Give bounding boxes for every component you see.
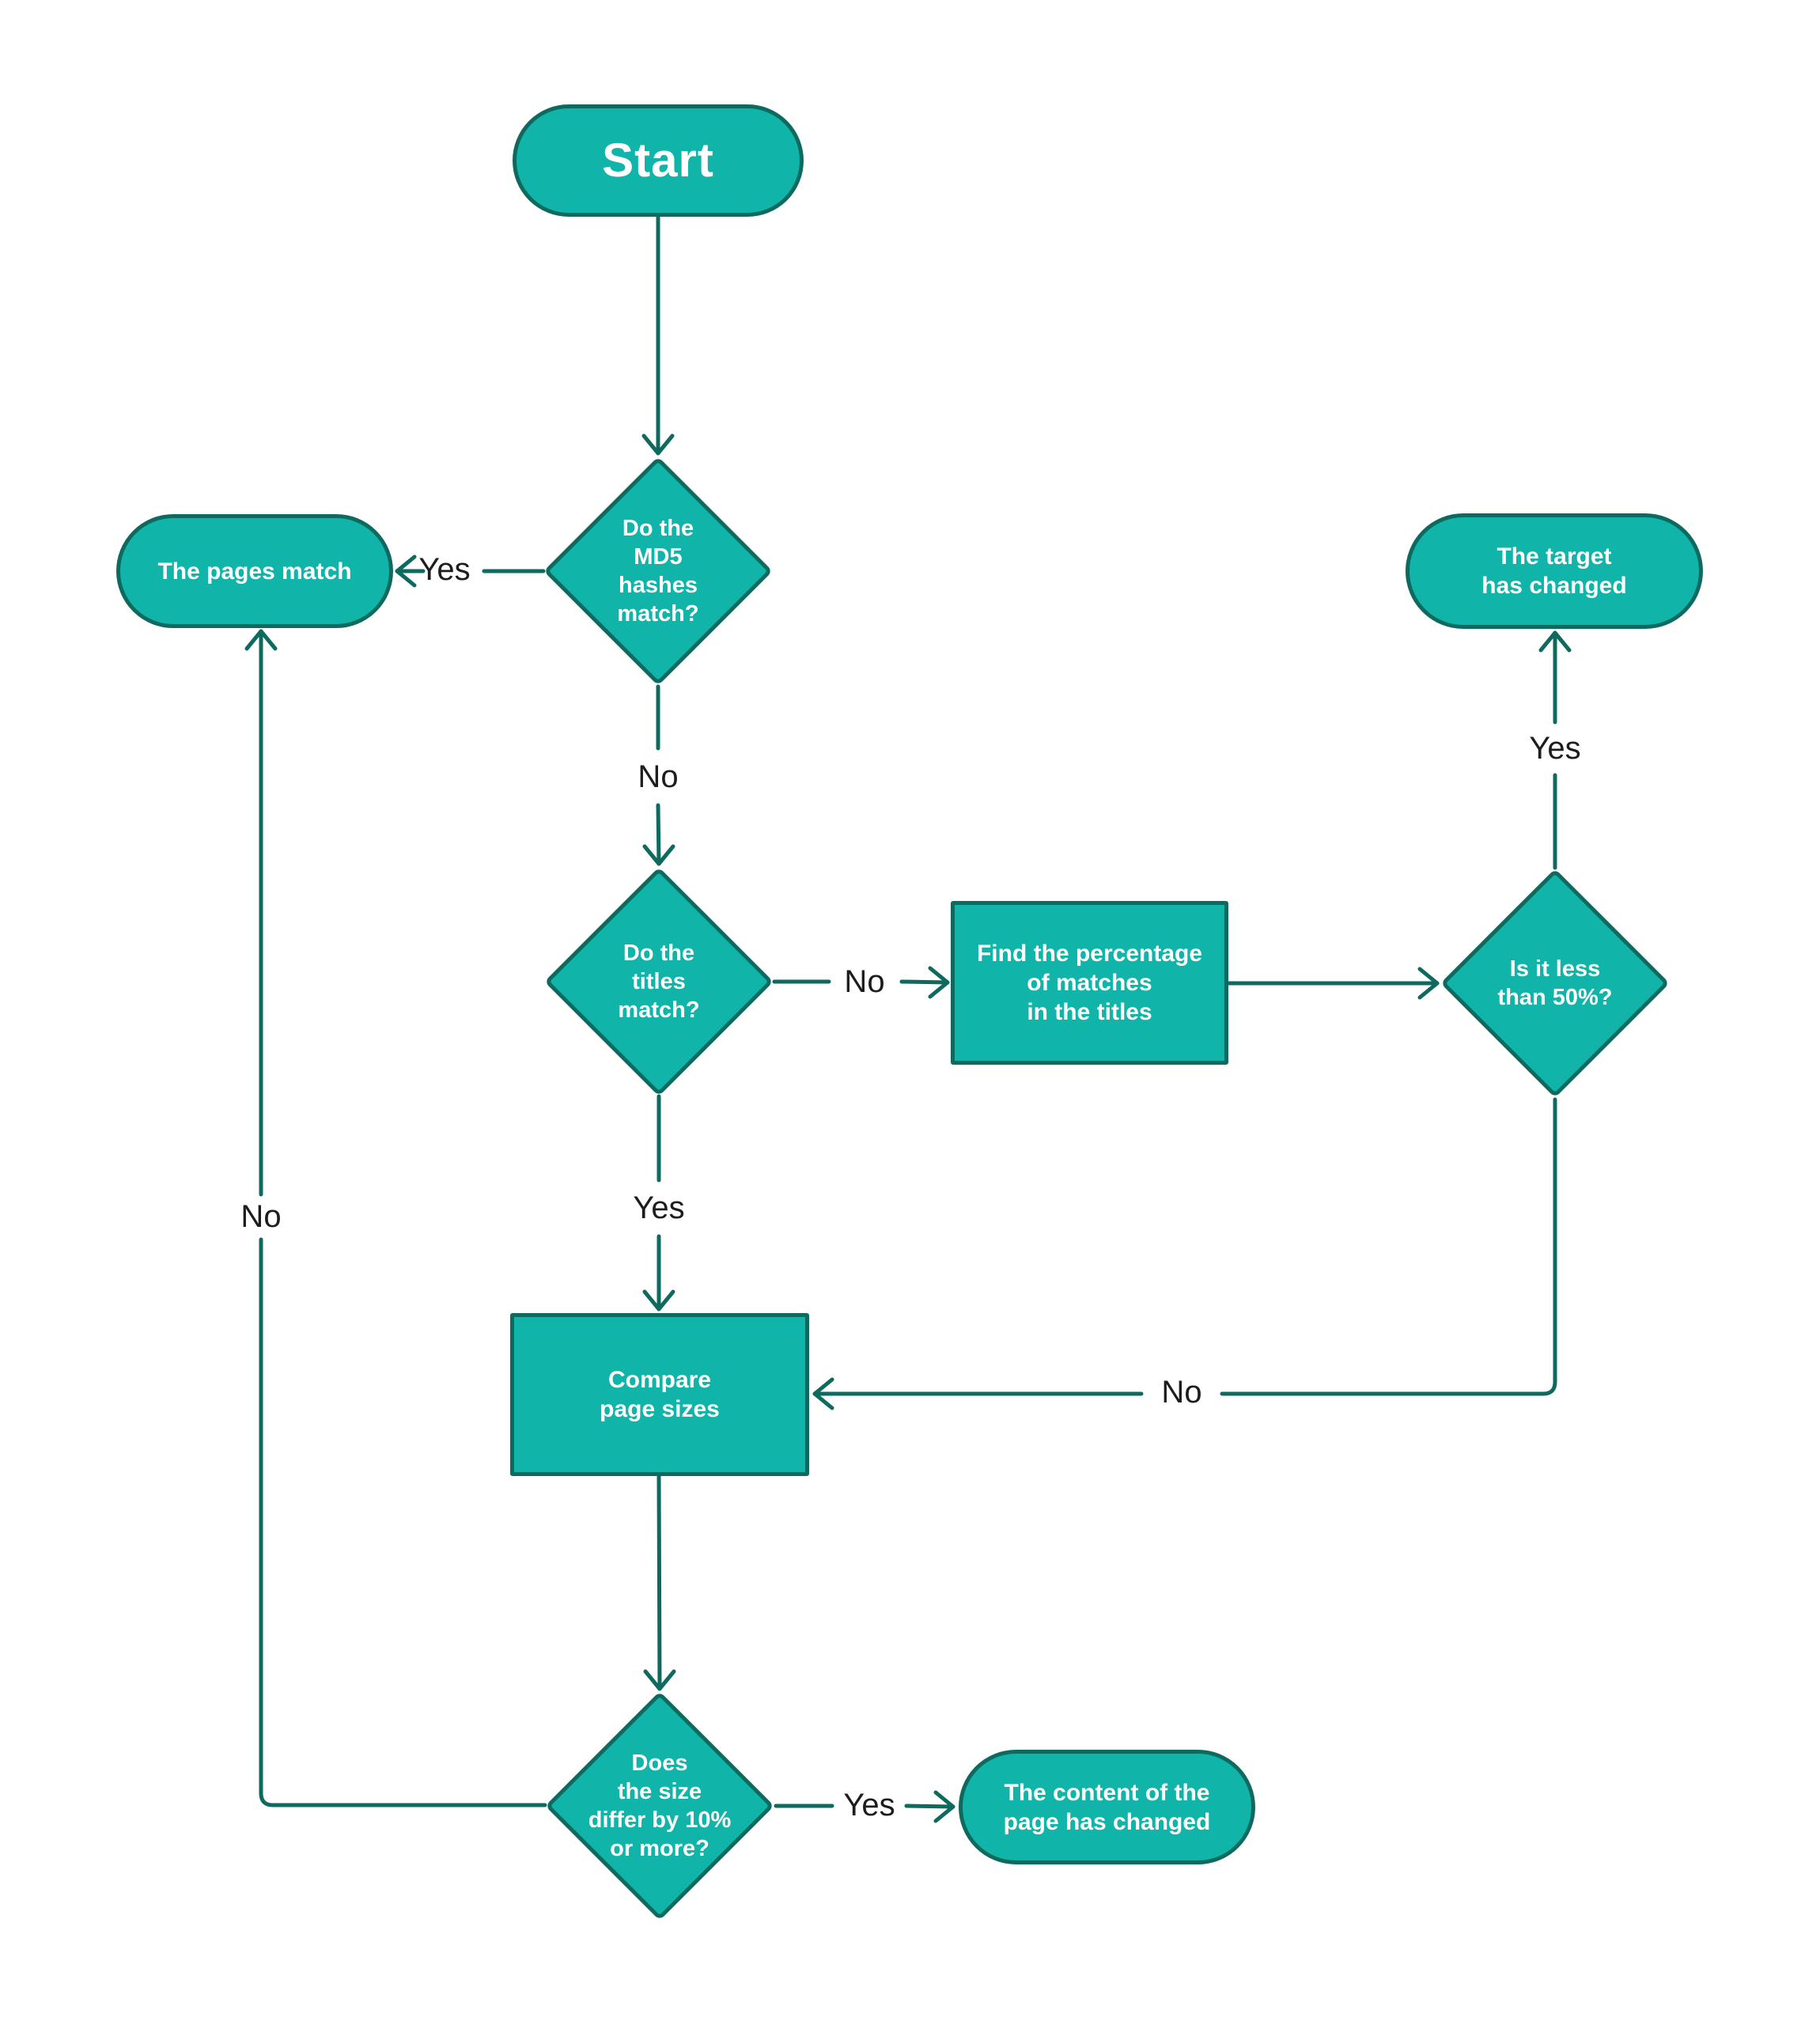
node-less-than-50: Is it less than 50%? <box>1440 869 1670 1098</box>
titles-diamond-label: Do the titles match? <box>618 941 700 1023</box>
node-md5-match: Do the MD5 hashes match? <box>543 456 773 686</box>
node-size-differs: Does the size differ by 10% or more? <box>545 1691 774 1921</box>
node-find-percentage: Find the percentage of matches in the ti… <box>951 901 1228 1065</box>
edge-differ-to-content-segment2 <box>904 1804 955 1809</box>
edge-label-md5-yes: Yes <box>418 552 471 587</box>
edge-compare-to-differ-arrowhead <box>643 1669 676 1691</box>
edge-less50-to-compare-segment1 <box>1220 1097 1557 1396</box>
edge-label-differ-no: No <box>240 1199 282 1234</box>
differ-diamond-label: Does the size differ by 10% or more? <box>588 1751 732 1861</box>
edge-label-less50-no: No <box>1161 1375 1202 1410</box>
edge-md5-to-titles-segment2 <box>656 803 661 866</box>
edge-titles-to-find-arrowhead <box>928 966 950 999</box>
edge-label-less50-yes: Yes <box>1529 731 1581 766</box>
edge-md5-to-pages-arrowhead <box>395 555 417 588</box>
node-titles-match: Do the titles match? <box>544 867 774 1096</box>
edge-start-to-md5-arrowhead <box>641 433 675 456</box>
edge-md5-to-titles-arrowhead <box>642 844 675 866</box>
edge-find-to-less50-arrowhead <box>1417 967 1440 1000</box>
less50-diamond-label: Is it less than 50%? <box>1497 956 1613 1010</box>
edge-less50-to-compare-arrowhead <box>812 1377 834 1410</box>
node-target-changed: The target has changed <box>1406 513 1703 629</box>
node-compare-sizes: Compare page sizes <box>510 1313 809 1476</box>
edge-differ-to-pages-segment1 <box>259 1237 547 1807</box>
md5-diamond-label: Do the MD5 hashes match? <box>617 516 699 626</box>
edge-label-titles-no: No <box>844 964 885 999</box>
edge-label-titles-yes: Yes <box>633 1190 685 1225</box>
node-pages-match: The pages match <box>116 514 393 628</box>
edge-titles-to-compare-arrowhead <box>642 1289 675 1312</box>
node-content-changed: The content of the page has changed <box>959 1750 1255 1864</box>
edge-label-md5-no: No <box>638 759 679 794</box>
node-start: Start <box>513 104 804 217</box>
edge-label-differ-yes: Yes <box>843 1788 895 1822</box>
edge-differ-to-content-arrowhead <box>933 1790 955 1823</box>
edge-less50-to-target-arrowhead <box>1538 630 1572 653</box>
edge-differ-to-pages-arrowhead <box>244 629 278 651</box>
edge-compare-to-differ <box>656 1474 662 1691</box>
